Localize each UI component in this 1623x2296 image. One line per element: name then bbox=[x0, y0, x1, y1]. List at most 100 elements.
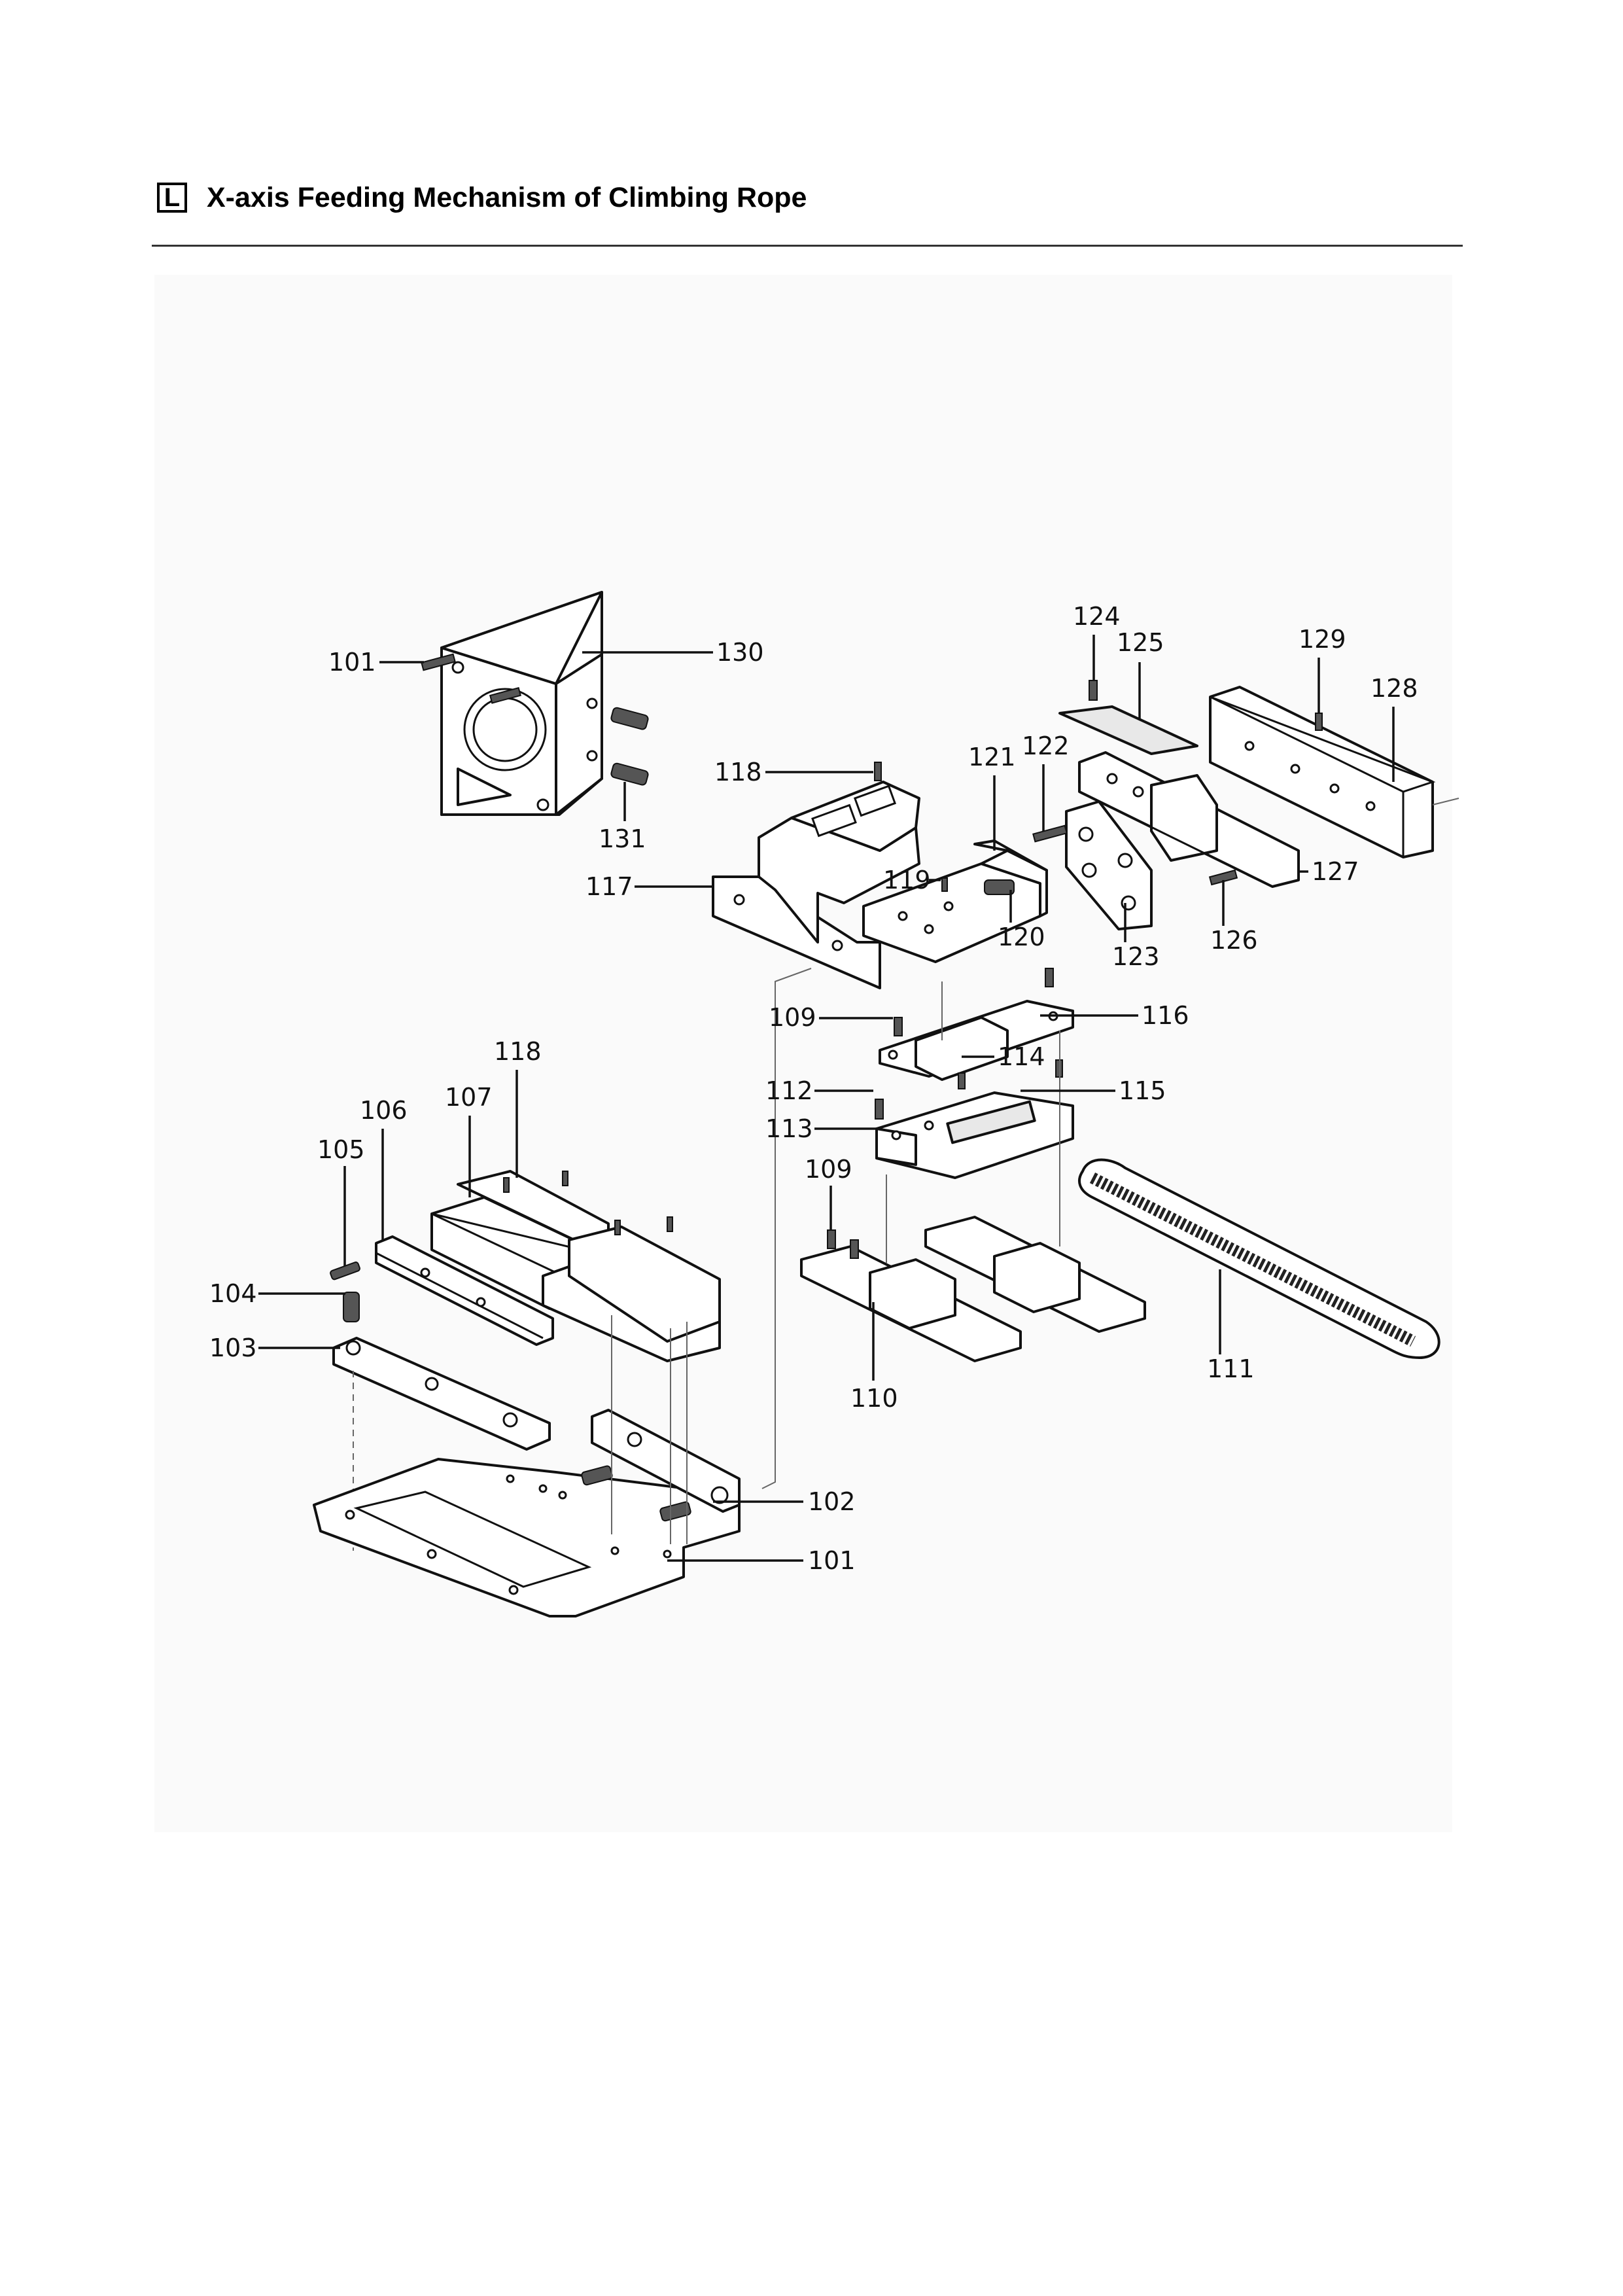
part-109-screw-upper bbox=[894, 968, 1054, 1036]
callout-label: 106 bbox=[360, 1096, 408, 1125]
callout-label: 120 bbox=[998, 923, 1045, 951]
part-103-bar bbox=[332, 1337, 551, 1551]
part-116-rail-slider bbox=[879, 1000, 1074, 1081]
callout-126: 126 bbox=[1210, 880, 1258, 955]
part-129-screw bbox=[1315, 713, 1323, 731]
callout-103: 103 bbox=[209, 1333, 340, 1362]
callout-105: 105 bbox=[317, 1135, 365, 1266]
part-105-screw bbox=[330, 1262, 360, 1280]
callout-110: 110 bbox=[850, 1302, 898, 1413]
part-132-screw bbox=[421, 653, 456, 671]
part-130-motor-plate bbox=[440, 591, 603, 816]
callout-layer: 101 102 103 104 105 106 107 109 109 110 111 112 113 1… bbox=[209, 602, 1418, 1575]
callout-122: 122 bbox=[1022, 732, 1070, 831]
callout-132: 101 bbox=[328, 648, 424, 677]
callout-102: 102 bbox=[713, 1487, 856, 1516]
section-letter-box: L bbox=[157, 183, 187, 213]
part-104-screw bbox=[343, 1292, 360, 1322]
callout-111: 111 bbox=[1207, 1269, 1255, 1383]
callout-128: 128 bbox=[1370, 674, 1418, 782]
part-112-screw bbox=[875, 1099, 884, 1120]
callout-label: 131 bbox=[599, 824, 646, 853]
alignment-guides bbox=[611, 968, 1060, 1544]
callout-114: 114 bbox=[962, 1042, 1045, 1071]
callout-label: 110 bbox=[850, 1384, 898, 1413]
callout-115: 115 bbox=[1021, 1076, 1166, 1105]
callout-109: 109 bbox=[769, 1003, 893, 1032]
callout-label: 102 bbox=[808, 1487, 856, 1516]
part-106-rail bbox=[375, 1235, 554, 1346]
callout-131: 131 bbox=[599, 782, 646, 853]
callout-label: 124 bbox=[1073, 602, 1121, 631]
part-130-screw bbox=[489, 687, 521, 704]
callout-label: 121 bbox=[968, 743, 1016, 771]
callout-130: 130 bbox=[582, 638, 764, 667]
callout-124: 124 bbox=[1073, 602, 1121, 680]
part-124-screw bbox=[1089, 680, 1098, 701]
callout-127: 127 bbox=[1299, 857, 1359, 886]
part-125-strip bbox=[1058, 705, 1198, 755]
callout-101: 101 bbox=[667, 1546, 856, 1575]
part-102-bracket bbox=[581, 1409, 741, 1522]
part-122-screw bbox=[1032, 824, 1068, 843]
part-119-screw bbox=[941, 877, 948, 892]
callout-120: 120 bbox=[998, 890, 1045, 951]
part-131-screws bbox=[610, 707, 649, 786]
callout-label: 123 bbox=[1112, 942, 1160, 971]
part-123-plate bbox=[1065, 800, 1153, 930]
callout-119: 119 bbox=[883, 866, 941, 894]
callout-label: 122 bbox=[1022, 732, 1070, 760]
callout-118: 118 bbox=[714, 758, 873, 786]
callout-109: 109 bbox=[805, 1155, 852, 1230]
callout-112: 112 bbox=[765, 1076, 873, 1105]
part-111-timing-belt bbox=[1078, 1158, 1440, 1359]
part-120-screw bbox=[984, 879, 1015, 895]
callout-label: 118 bbox=[714, 758, 762, 786]
callout-label: 111 bbox=[1207, 1354, 1255, 1383]
callout-123: 123 bbox=[1112, 903, 1160, 971]
callout-label: 113 bbox=[765, 1114, 813, 1143]
callout-label: 127 bbox=[1312, 857, 1359, 886]
callout-label: 114 bbox=[998, 1042, 1045, 1071]
callout-label: 130 bbox=[716, 638, 764, 667]
callout-label: 115 bbox=[1119, 1076, 1166, 1105]
callout-label: 126 bbox=[1210, 926, 1258, 955]
callout-106: 106 bbox=[360, 1096, 408, 1240]
part-118-screw-upper bbox=[874, 762, 882, 781]
callout-107: 107 bbox=[445, 1083, 493, 1197]
part-101-base-plate bbox=[313, 1458, 741, 1617]
callout-104: 104 bbox=[209, 1279, 345, 1308]
callout-label: 103 bbox=[209, 1333, 257, 1362]
callout-label: 125 bbox=[1117, 628, 1164, 657]
drawing-panel bbox=[154, 275, 1452, 1832]
part-118-screws-lower bbox=[503, 1171, 673, 1235]
callout-116: 116 bbox=[1040, 1001, 1189, 1030]
callout-129: 129 bbox=[1299, 625, 1346, 713]
part-109-screws-lower bbox=[827, 1229, 859, 1259]
callout-label: 109 bbox=[805, 1155, 852, 1184]
part-127-rail-slider bbox=[1078, 751, 1300, 888]
callout-113: 113 bbox=[765, 1114, 877, 1143]
callout-label: 128 bbox=[1370, 674, 1418, 703]
callout-121: 121 bbox=[968, 743, 1016, 851]
callout-label: 119 bbox=[883, 866, 931, 894]
callout-label: 112 bbox=[765, 1076, 813, 1105]
callout-label: 109 bbox=[769, 1003, 816, 1032]
callout-label: 101 bbox=[328, 648, 376, 677]
part-128-bar bbox=[1209, 686, 1459, 858]
part-107-sliders bbox=[430, 1170, 721, 1362]
callout-label: 117 bbox=[585, 872, 633, 901]
part-117-bracket bbox=[712, 781, 920, 989]
callout-label: 116 bbox=[1142, 1001, 1189, 1030]
callout-117: 117 bbox=[585, 872, 713, 901]
callout-label: 129 bbox=[1299, 625, 1346, 654]
callout-label: 118 bbox=[494, 1037, 542, 1066]
header-divider bbox=[152, 245, 1463, 247]
callout-label: 107 bbox=[445, 1083, 493, 1112]
callout-125: 125 bbox=[1117, 628, 1164, 720]
page-title: X-axis Feeding Mechanism of Climbing Rop… bbox=[207, 181, 807, 213]
callout-label: 105 bbox=[317, 1135, 365, 1164]
callout-label: 101 bbox=[808, 1546, 856, 1575]
callout-118: 118 bbox=[494, 1037, 542, 1178]
